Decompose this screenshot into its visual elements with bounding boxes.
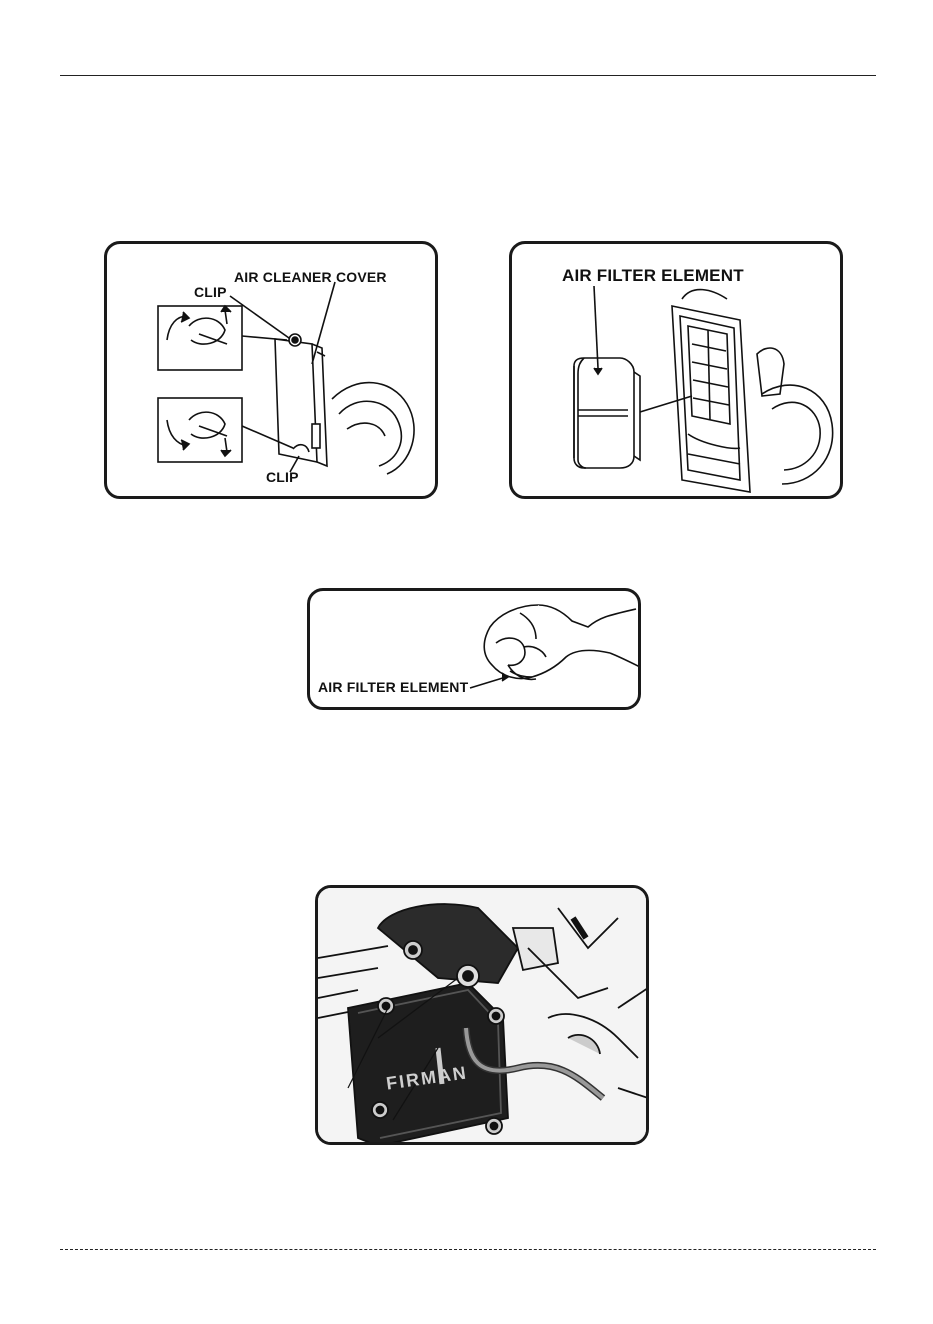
figure-squeeze-filter: AIR FILTER ELEMENT (307, 588, 641, 710)
air-filter-element-label: AIR FILTER ELEMENT (562, 266, 744, 286)
figure-engine-view: FIRMAN (315, 885, 649, 1145)
engine-drawing (318, 888, 649, 1145)
figure-air-cleaner-cover: CLIP AIR CLEANER COVER CLIP (104, 241, 438, 499)
clip-top-label: CLIP (194, 284, 227, 300)
air-filter-element-label-2: AIR FILTER ELEMENT (318, 679, 468, 695)
air-cleaner-cover-label: AIR CLEANER COVER (234, 269, 387, 285)
header-rule (60, 75, 876, 76)
clip-bottom-label: CLIP (266, 469, 299, 485)
footer-rule (60, 1249, 876, 1250)
figure-air-filter-removal: AIR FILTER ELEMENT (509, 241, 843, 499)
